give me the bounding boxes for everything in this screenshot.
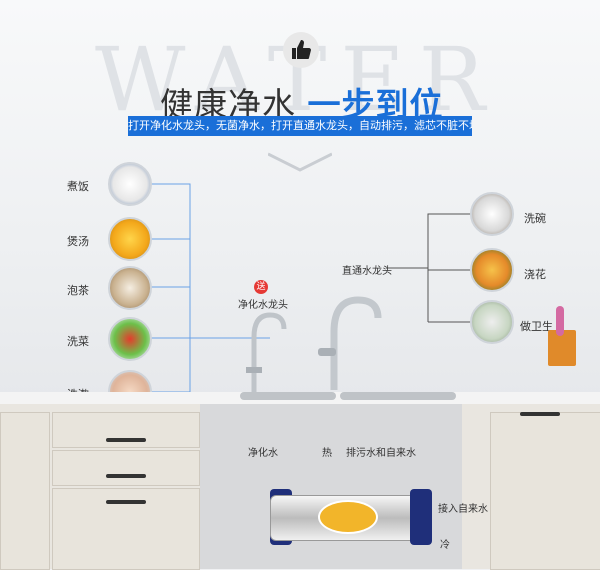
use-label-tea: 泡茶	[67, 284, 89, 297]
direct-faucet-label: 直通水龙头	[342, 266, 392, 277]
spatula	[556, 306, 564, 336]
hot-label: 热	[322, 448, 332, 459]
subtitle-banner: 打开净化水龙头，无菌净水，打开直通水龙头，自动排污，滤芯不脏不堵	[128, 116, 472, 136]
brand-logo	[318, 500, 378, 534]
thumbs-up-icon	[283, 32, 319, 68]
sink-left	[240, 392, 336, 400]
dishes-image	[470, 192, 514, 236]
cold-label: 冷	[440, 540, 450, 551]
use-label-cook-rice: 煮饭	[67, 180, 89, 193]
drain-and-tap-water-label: 排污水和自来水	[346, 448, 416, 459]
filter-right-cap	[410, 489, 432, 545]
cleaning-image	[470, 300, 514, 344]
cabinet-handle	[520, 412, 560, 416]
chevron-down-icon	[268, 152, 332, 172]
soup-image	[108, 217, 152, 261]
tea-image	[108, 266, 152, 310]
drawer-handle	[106, 500, 146, 504]
left-cabinet-door	[0, 412, 50, 570]
sink-right	[340, 392, 456, 400]
drawer-handle	[106, 474, 146, 478]
drawer-1	[52, 412, 200, 448]
use-label-cleaning: 做卫生	[520, 320, 553, 333]
use-label-water-flowers: 浇花	[524, 268, 546, 281]
direct-faucet-icon	[318, 296, 382, 390]
purified-faucet-icon	[246, 312, 287, 393]
use-label-soup: 煲汤	[67, 235, 89, 248]
tap-water-inlet-label: 接入自来水	[438, 504, 488, 515]
vegetables-image	[108, 317, 152, 361]
rice-image	[108, 162, 152, 206]
use-label-wash-vegetables: 洗菜	[67, 335, 89, 348]
watering-flowers-image	[470, 248, 514, 292]
purified-faucet-label: 净化水龙头	[238, 300, 288, 311]
drawer-handle	[106, 438, 146, 442]
utensil-holder	[548, 330, 576, 366]
purified-water-label: 净化水	[248, 448, 278, 459]
gift-badge: 送	[254, 280, 268, 294]
use-label-wash-dishes: 洗碗	[524, 212, 546, 225]
drawer-2	[52, 450, 200, 486]
right-cabinet-door	[490, 412, 600, 570]
